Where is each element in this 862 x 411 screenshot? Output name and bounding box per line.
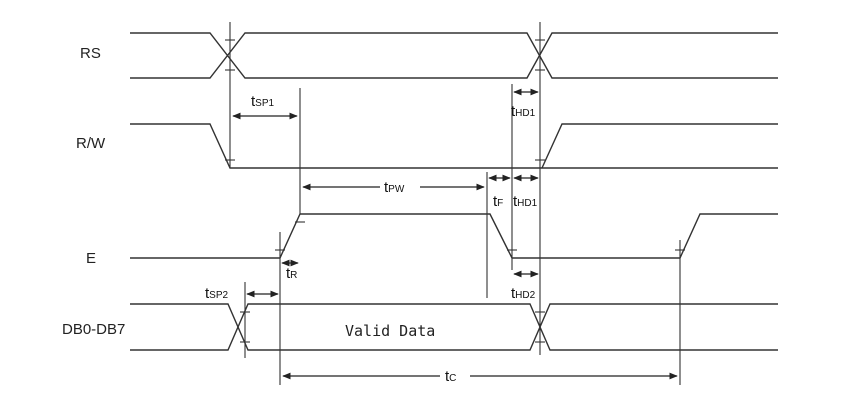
svg-text:tC: tC: [445, 368, 456, 385]
svg-text:tSP1: tSP1: [251, 93, 275, 110]
timing-thd1-mid: tHD1: [513, 174, 539, 210]
svg-text:tHD2: tHD2: [511, 285, 536, 302]
signal-label-e: E: [86, 250, 96, 267]
svg-text:tHD1: tHD1: [511, 103, 536, 120]
rw-waveform: [130, 123, 778, 169]
timing-tsp2: tSP2: [205, 285, 279, 302]
timing-tf: tF: [488, 174, 511, 210]
svg-text:tPW: tPW: [384, 179, 405, 196]
reference-lines: [229, 22, 681, 385]
e-waveform: [130, 213, 778, 259]
timing-tsp1: tSP1: [232, 93, 298, 120]
db-waveform: [130, 303, 778, 351]
signal-label-rs: RS: [80, 45, 101, 62]
timing-thd2: tHD2: [511, 270, 539, 302]
transition-ticks: [225, 39, 685, 343]
svg-text:tHD1: tHD1: [513, 193, 538, 210]
bus-valid-data-label: Valid Data: [345, 322, 435, 340]
timing-tr: tR: [281, 259, 299, 282]
timing-tc: tC: [282, 367, 678, 385]
timing-tpw: tPW: [302, 178, 485, 196]
svg-text:tSP2: tSP2: [205, 285, 229, 302]
timing-thd1-top: tHD1: [511, 88, 539, 120]
svg-text:tF: tF: [493, 193, 503, 210]
rs-waveform: [130, 32, 778, 79]
svg-text:tR: tR: [286, 265, 297, 282]
signal-label-db: DB0-DB7: [62, 321, 125, 338]
signal-label-rw: R/W: [76, 135, 106, 152]
